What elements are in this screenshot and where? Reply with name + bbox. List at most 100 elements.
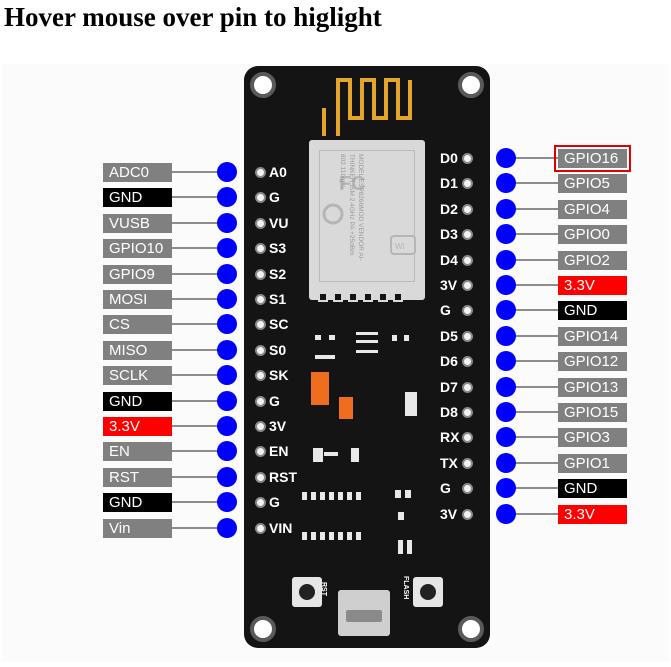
pin-connector-dot[interactable] [217,518,237,538]
pin-connector-dot[interactable] [217,467,237,487]
pin-connector-line [172,476,222,478]
board-pin-pad [255,523,266,534]
pin-connector-line [172,501,222,503]
pin-tag-right[interactable]: GND [558,479,627,498]
pin-connector-dot[interactable] [496,453,516,473]
pin-tag-left[interactable]: CS [103,315,172,334]
smd-component [405,490,411,498]
pin-connector-line [512,462,558,464]
pin-tag-left[interactable]: EN [103,442,172,461]
pin-connector-line [512,335,558,337]
flash-button-label: FLASH [402,576,409,600]
pin-tag-left[interactable]: ADC0 [103,163,172,182]
pin-tag-left[interactable]: GPIO9 [103,265,172,284]
board-pin-pad [255,319,266,330]
pin-tag-left[interactable]: SCLK [103,366,172,385]
pin-tag-right[interactable]: GPIO2 [558,251,627,270]
wifi-antenna-trace [322,78,412,136]
pin-connector-dot[interactable] [496,148,516,168]
pin-connector-dot[interactable] [496,326,516,346]
pin-connector-dot[interactable] [217,416,237,436]
pin-tag-right[interactable]: GPIO15 [558,403,627,422]
pin-tag-right[interactable]: GPIO16 [554,145,631,172]
pin-connector-dot[interactable] [496,250,516,270]
board-pin-label: A0 [269,164,287,180]
pin-connector-dot[interactable] [217,492,237,512]
board-pin-label: S3 [269,240,287,256]
capacitor [339,397,353,419]
pin-connector-dot[interactable] [217,441,237,461]
smd-component [395,490,401,498]
pin-tag-left[interactable]: GND [103,493,172,512]
pin-connector-dot[interactable] [496,224,516,244]
pin-tag-left[interactable]: GND [103,188,172,207]
pin-connector-line [172,450,222,452]
pin-tag-left[interactable]: RST [103,468,172,487]
pin-tag-right[interactable]: GPIO1 [558,454,627,473]
pin-connector-dot[interactable] [217,213,237,233]
pin-connector-dot[interactable] [496,173,516,193]
board-pin-pad [255,497,266,508]
pin-connector-dot[interactable] [217,264,237,284]
pin-tag-right[interactable]: GPIO12 [558,352,627,371]
pin-connector-dot[interactable] [496,275,516,295]
pin-connector-dot[interactable] [217,365,237,385]
pin-connector-dot[interactable] [496,300,516,320]
module-pad [348,292,358,302]
pin-connector-dot[interactable] [496,402,516,422]
pin-tag-right[interactable]: GND [558,301,627,320]
pin-connector-line [512,411,558,413]
pin-connector-line [512,284,558,286]
module-text: MODEL ESP8266MOD VENDOR AI-THINKER ISM 2… [339,154,364,261]
pin-connector-line [172,425,222,427]
board-pin-label: SC [269,316,289,332]
pin-tag-right[interactable]: GPIO4 [558,200,627,219]
pin-connector-dot[interactable] [217,314,237,334]
pin-connector-line [172,171,222,173]
pin-tag-left[interactable]: Vin [103,519,172,538]
pin-tag-right[interactable]: 3.3V [558,505,627,524]
pin-tag-right[interactable]: GPIO13 [558,378,627,397]
pin-connector-dot[interactable] [217,162,237,182]
board-pin-label: D1 [440,175,458,191]
pin-tag-left[interactable]: GPIO10 [103,239,172,258]
pin-connector-dot[interactable] [496,199,516,219]
board-pin-label: D3 [440,226,458,242]
pin-tag-right[interactable]: GPIO0 [558,225,627,244]
board-pin-label: RST [269,469,297,485]
board-pin-label: 3V [440,277,458,293]
pin-connector-dot[interactable] [496,427,516,447]
pin-connector-dot[interactable] [217,340,237,360]
pin-connector-dot[interactable] [217,391,237,411]
diode [405,392,417,416]
pin-tag-left[interactable]: GND [103,392,172,411]
board-pin-pad [255,192,266,203]
pin-tag-right[interactable]: GPIO14 [558,327,627,346]
pin-connector-dot[interactable] [496,351,516,371]
board-pin-pad [462,356,473,367]
module-pad [393,292,403,302]
pin-connector-dot[interactable] [496,504,516,524]
board-pin-pad [462,229,473,240]
board-pin-pad [462,458,473,469]
pin-tag-left[interactable]: VUSB [103,214,172,233]
pin-connector-dot[interactable] [217,289,237,309]
pin-connector-dot[interactable] [217,238,237,258]
pin-tag-left[interactable]: 3.3V [103,417,172,436]
pin-connector-dot[interactable] [496,478,516,498]
smd-component [392,335,397,341]
board-pin-pad [462,509,473,520]
pin-connector-dot[interactable] [496,377,516,397]
pin-connector-dot[interactable] [217,187,237,207]
pin-tag-right[interactable]: GPIO3 [558,428,627,447]
pin-tag-right[interactable]: GPIO5 [558,174,627,193]
board-pin-label: G [269,393,280,409]
pin-tag-left[interactable]: MOSI [103,290,172,309]
pin-connector-line [172,196,222,198]
pin-tag-left[interactable]: MISO [103,341,172,360]
micro-usb-port [338,590,390,636]
board-pin-label: S1 [269,291,287,307]
pin-connector-line [172,349,222,351]
board-pin-label: 3V [440,506,458,522]
pin-tag-right[interactable]: 3.3V [558,276,627,295]
